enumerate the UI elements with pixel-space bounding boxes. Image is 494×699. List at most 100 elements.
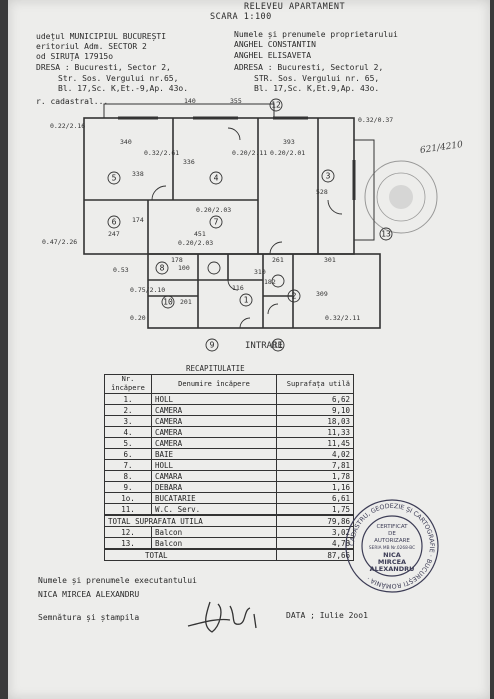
- recap-cell-nr: 2.: [104, 404, 152, 416]
- elev-10: 0.20/2.03: [196, 206, 231, 214]
- elev-12: 0.20/2.03: [178, 239, 213, 247]
- signature-label: Semnătura și ștampila: [38, 613, 140, 622]
- recap-header-area: Suprafața utilă: [276, 374, 354, 394]
- recap-cell-area: 3,02: [276, 526, 354, 538]
- owner-address-1: ADRESA : Bucuresti, Sectorul 2,: [234, 63, 384, 72]
- stamp-line-3: AUTORIZARE: [374, 538, 410, 544]
- elev-7: 0.75/2.10: [130, 286, 165, 294]
- recap-cell-name: Balcon: [151, 537, 277, 550]
- location-line-7: r. cadastral...: [36, 97, 109, 106]
- dim-338: 338: [132, 170, 144, 178]
- room-12-label: 12: [271, 101, 281, 110]
- recap-total-value: 87,66: [276, 548, 354, 561]
- floor-plan: 5 4 3 6 7 8 1 2 10 12 13 9 11 INTRARE 34…: [42, 97, 393, 352]
- dim-201: 201: [180, 298, 192, 306]
- recap-total-util-label: TOTAL SUPRAFATA UTILA: [104, 514, 277, 527]
- owner-1: ANGHEL CONSTANTIN: [234, 40, 316, 49]
- room-8-label: 8: [160, 264, 165, 273]
- executor-name: NICA MIRCEA ALEXANDRU: [38, 590, 140, 599]
- recap-cell-area: 11,33: [276, 426, 354, 438]
- dim-174: 174: [132, 216, 144, 224]
- stamp-name-3: ALEXANDRU: [370, 565, 415, 573]
- dim-116: 116: [232, 284, 244, 292]
- recap-cell-nr: 5.: [104, 437, 152, 449]
- recap-cell-nr: 6.: [104, 448, 152, 460]
- room-4-label: 4: [214, 174, 219, 183]
- cadastre-stamp-faint: [364, 160, 438, 234]
- stamp-name-2: MIRCEA: [378, 558, 406, 566]
- recap-cell-nr: 8.: [104, 470, 152, 482]
- room-6-label: 6: [112, 218, 117, 227]
- location-line-3: od SIRUȚA 17915o: [36, 52, 114, 61]
- dim-140: 140: [184, 97, 196, 105]
- room-5-label: 5: [112, 174, 117, 183]
- owner-address-3: Bl. 17,Sc. K,Et.9,Ap. 43o.: [254, 84, 380, 93]
- room-2-label: 2: [292, 292, 297, 301]
- location-line-1: udețul MUNICIPIUL BUCUREȘTI: [36, 32, 167, 41]
- recap-cell-name: W.C. Serv.: [151, 503, 277, 516]
- recap-cell-name: HOLL: [151, 393, 277, 405]
- dim-301: 301: [324, 256, 336, 264]
- dim-309: 309: [316, 290, 328, 298]
- document-scale: SCARA 1:100: [210, 12, 272, 22]
- recap-cell-area: 4,78: [276, 537, 354, 550]
- recap-total-label: TOTAL: [104, 548, 277, 561]
- elev-3: 0.47/2.26: [42, 238, 77, 246]
- location-line-2: eritoriul Adm. SECTOR 2: [36, 42, 147, 51]
- stamp-series: SERIA MB Nr.0268-BC: [369, 545, 415, 551]
- room-7-label: 7: [214, 218, 219, 227]
- room-3-label: 3: [326, 172, 331, 181]
- recap-cell-area: 18,03: [276, 415, 354, 427]
- dim-182: 182: [264, 278, 276, 286]
- room-10-label: 10: [163, 298, 173, 307]
- dim-355: 355: [230, 97, 242, 105]
- recap-cell-nr: 7.: [104, 459, 152, 471]
- recap-cell-name: DEBARA: [151, 481, 277, 493]
- recap-cell-area: 1,75: [276, 503, 354, 516]
- location-line-6: Bl. 17,Sc. K,Et.-9,Ap. 43o.: [58, 84, 189, 93]
- recap-cell-area: 1,78: [276, 470, 354, 482]
- document-title: RELEVEU APARTAMENT: [244, 2, 346, 12]
- table-row: 11.W.C. Serv.1,75: [104, 503, 354, 516]
- recap-table: Nr. încăpere Denumire încăpere Suprafața…: [104, 374, 354, 561]
- elev-8: 0.53: [113, 266, 129, 274]
- recap-cell-name: HOLL: [151, 459, 277, 471]
- document-page: RELEVEU APARTAMENT SCARA 1:100 udețul MU…: [8, 0, 490, 699]
- elev-1: 0.22/2.16: [50, 122, 85, 130]
- recap-cell-nr: 13.: [104, 537, 152, 550]
- recap-cell-nr: 3.: [104, 415, 152, 427]
- dim-528: 528: [316, 188, 328, 196]
- recap-cell-name: BAIE: [151, 448, 277, 460]
- dim-310: 310: [254, 268, 266, 276]
- recap-cell-name: CAMERA: [151, 404, 277, 416]
- recap-cell-area: 4,02: [276, 448, 354, 460]
- dim-451: 451: [194, 230, 206, 238]
- recap-cell-name: CAMERA: [151, 426, 277, 438]
- elev-9: 0.20: [130, 314, 146, 322]
- elev-11: 0.32/2.11: [325, 314, 360, 322]
- document-date: DATA ; Iulie 2oo1: [286, 611, 368, 620]
- room-11-label: 11: [273, 341, 283, 350]
- owner-address-2: STR. Sos. Vergului nr. 65,: [254, 74, 380, 83]
- recap-cell-area: 6,62: [276, 393, 354, 405]
- recap-cell-name: Balcon: [151, 526, 277, 538]
- recap-cell-nr: 9.: [104, 481, 152, 493]
- handwritten-signature: [187, 601, 257, 633]
- recap-cell-area: 9,10: [276, 404, 354, 416]
- dim-261: 261: [272, 256, 284, 264]
- recap-cell-name: BUCATARIE: [151, 492, 277, 504]
- dim-336: 336: [183, 158, 195, 166]
- elev-5: 0.20/2.01: [270, 149, 305, 157]
- recap-cell-nr: 1o.: [104, 492, 152, 504]
- room-13-label: 13: [381, 230, 391, 239]
- elev-4: 0.20/2.11: [232, 149, 267, 157]
- dim-100: 100: [178, 264, 190, 272]
- recap-cell-name: CAMERA: [151, 415, 277, 427]
- stamp-name-1: NICA: [383, 551, 401, 559]
